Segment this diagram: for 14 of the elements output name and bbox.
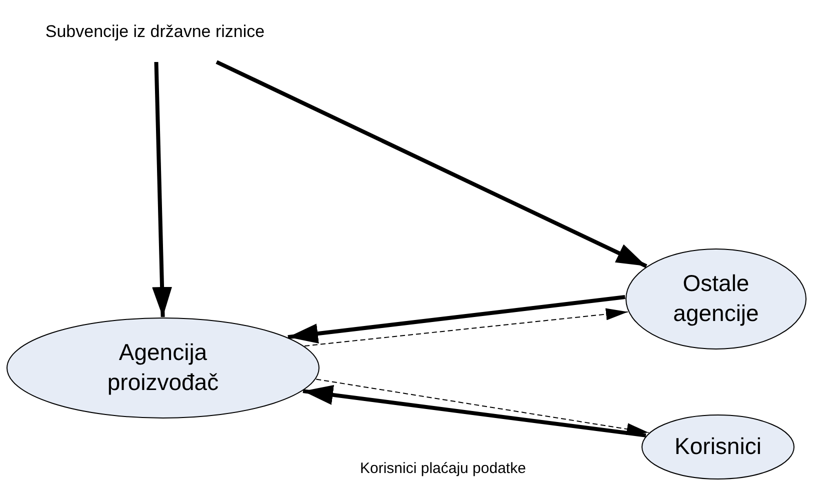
ellipse-node bbox=[625, 248, 807, 350]
dashed-arrow bbox=[316, 378, 650, 436]
dashed-arrow bbox=[304, 308, 628, 346]
node-label: Ostale agencije bbox=[672, 269, 760, 328]
arrow bbox=[216, 60, 648, 268]
arrow bbox=[288, 295, 626, 344]
note-text: Korisnici plaćaju podatke bbox=[360, 460, 526, 477]
ellipse-node bbox=[6, 317, 320, 419]
node-label: Subvencije iz državne riznice bbox=[45, 20, 265, 43]
arrow bbox=[152, 62, 172, 318]
node-label: Agencija proizvođač bbox=[106, 338, 220, 397]
node-label: Korisnici bbox=[674, 432, 762, 462]
ellipse-node bbox=[641, 414, 795, 480]
arrow bbox=[302, 385, 646, 438]
